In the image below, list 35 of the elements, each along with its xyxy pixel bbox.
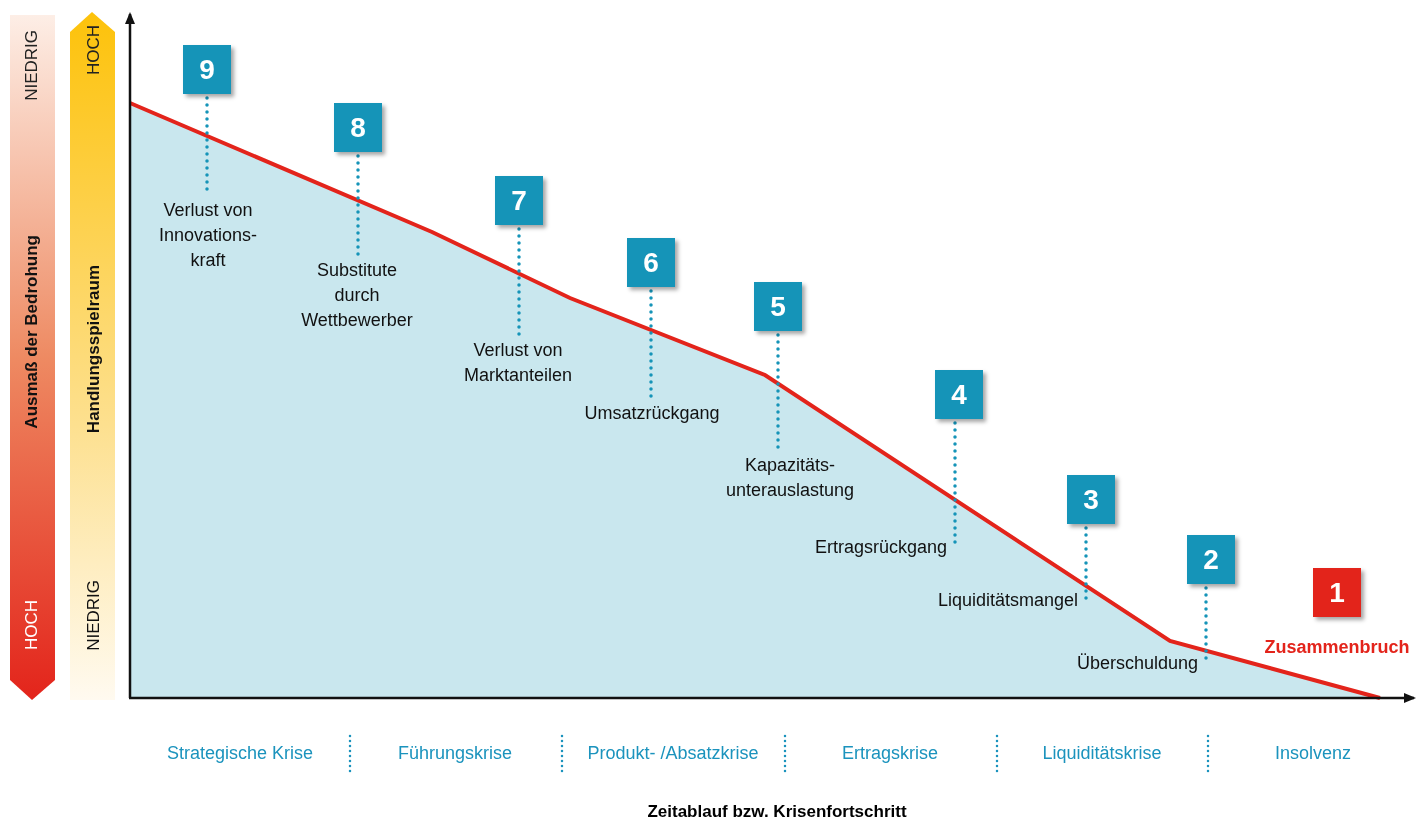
stage-label: Umsatzrückgang xyxy=(584,401,720,426)
phase-label: Produkt- /Absatzkrise xyxy=(587,743,759,764)
stage-label: Liquiditätsmangel xyxy=(937,588,1078,613)
stage-label: Kapazitäts- unterauslastung xyxy=(700,453,880,503)
stage-label: Substitute durch Wettbewerber xyxy=(293,258,421,333)
phase-label: Ertragskrise xyxy=(842,743,938,764)
axis-title: Ausmaß der Bedrohung xyxy=(22,235,42,429)
callout-number: 2 xyxy=(1187,535,1235,584)
callout-number: 8 xyxy=(334,103,382,152)
stage-label: Ertragsrückgang xyxy=(814,535,947,560)
axis-title: Zeitablauf bzw. Krisenfortschritt xyxy=(647,802,907,822)
stage-label: Verlust von Innovations- kraft xyxy=(149,198,267,273)
callout-number: 6 xyxy=(627,238,675,287)
scale-label: NIEDRIG xyxy=(84,580,104,651)
callout-number: 4 xyxy=(935,370,983,419)
callout-number: 1 xyxy=(1313,568,1361,617)
leader-line xyxy=(1084,526,1088,603)
scale-label: NIEDRIG xyxy=(22,30,42,101)
stage-label: Zusammenbruch xyxy=(1264,635,1410,660)
stage-label: Verlust von Marktanteilen xyxy=(438,338,598,388)
stage-label: Überschuldung xyxy=(1076,651,1198,676)
callout-number: 7 xyxy=(495,176,543,225)
leader-line xyxy=(517,227,521,338)
scale-label: HOCH xyxy=(22,600,42,651)
callout-number: 9 xyxy=(183,45,231,94)
leader-line xyxy=(649,289,653,401)
phase-label: Führungskrise xyxy=(397,743,512,764)
phase-label: Liquiditätskrise xyxy=(1042,743,1162,764)
scale-label: HOCH xyxy=(84,25,104,76)
phase-label: Strategische Krise xyxy=(166,743,314,764)
axis-title: Handlungsspielraum xyxy=(84,265,104,434)
callout-number: 3 xyxy=(1067,475,1115,524)
phase-label: Insolvenz xyxy=(1274,743,1351,764)
callout-number: 5 xyxy=(754,282,802,331)
leader-line xyxy=(356,154,360,258)
